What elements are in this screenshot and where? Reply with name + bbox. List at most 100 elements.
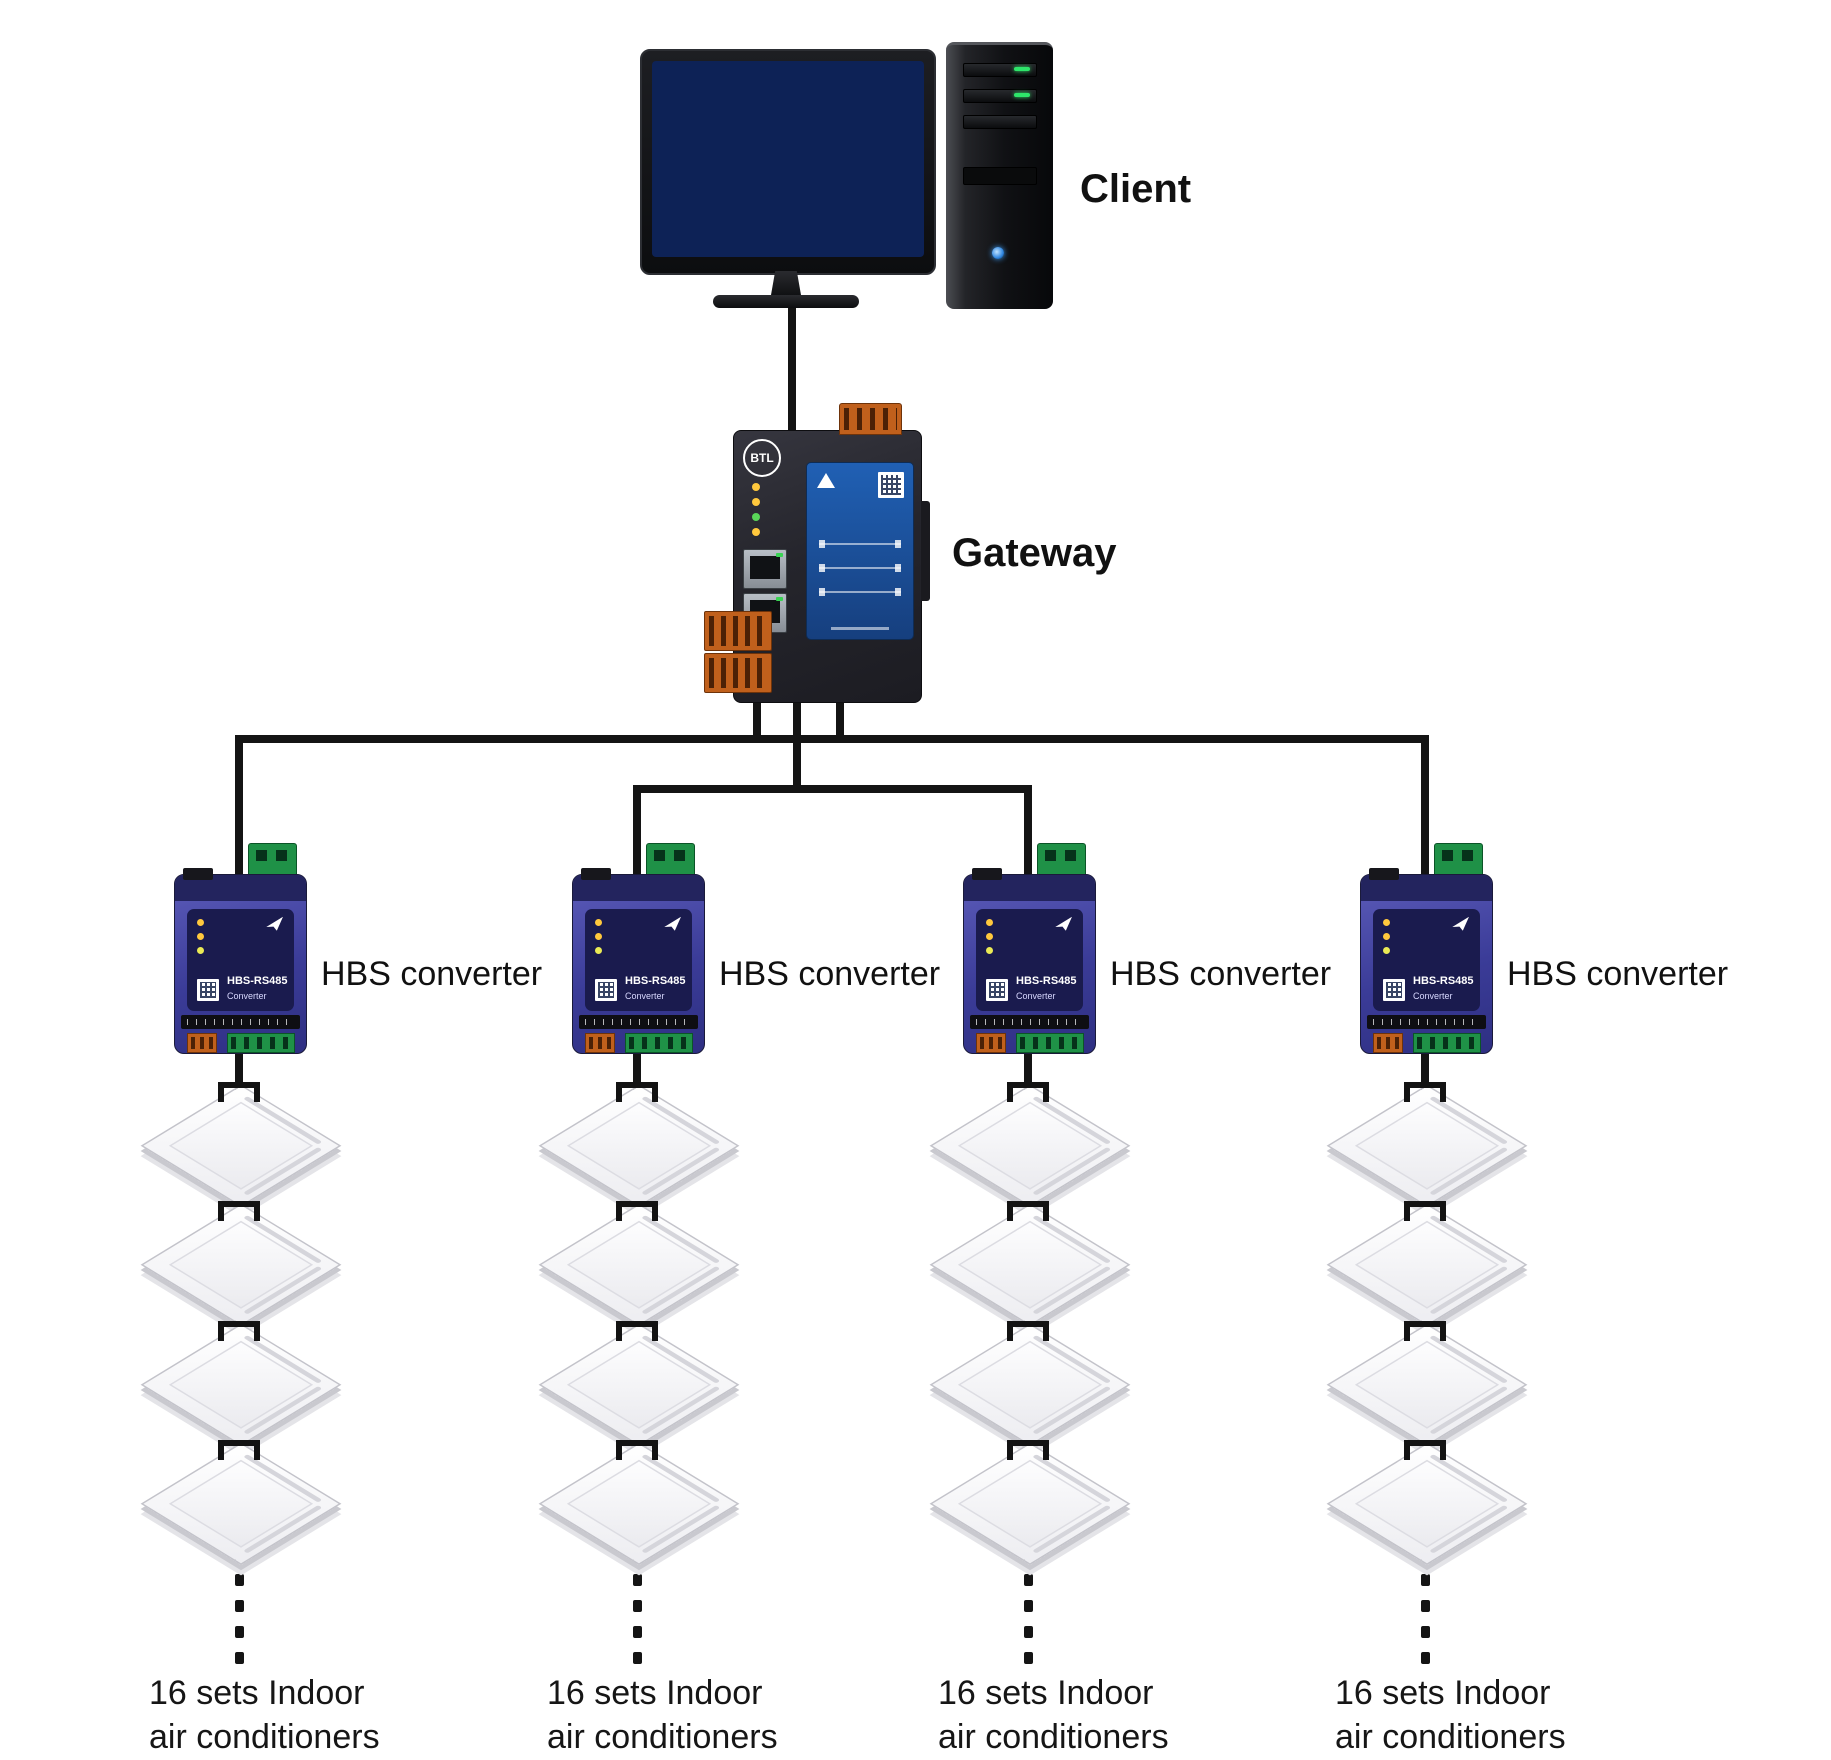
- caption-line: 16 sets Indoor: [149, 1674, 365, 1712]
- terminal-block: [1413, 1033, 1481, 1053]
- ac-cassette-face: [1326, 1203, 1528, 1327]
- monitor-screen: [652, 61, 924, 257]
- ac-body: [538, 1084, 740, 1208]
- device-type-text: Converter: [227, 991, 267, 1001]
- caption-line: 16 sets Indoor: [547, 1674, 763, 1712]
- converter-label: HBS converter: [1110, 955, 1332, 993]
- drive-slot: [963, 167, 1037, 185]
- led-indicator: [986, 919, 993, 926]
- converter-column: HBS-RS485 Converter HBS converter: [111, 843, 571, 1760]
- pipe-connector-icon: [616, 1440, 658, 1460]
- terminal-block: [585, 1033, 615, 1053]
- ac-body: [1326, 1442, 1528, 1566]
- air-conditioner-unit: [929, 1082, 1131, 1208]
- device-type-text: Converter: [1413, 991, 1453, 1001]
- qr-code: [1383, 979, 1405, 1001]
- ac-cassette-face: [538, 1442, 740, 1566]
- continuation-dot: [633, 1600, 642, 1612]
- connection-bus-line: [235, 735, 1429, 743]
- ac-cassette-face: [538, 1084, 740, 1208]
- ac-cassette-face: [929, 1442, 1131, 1566]
- device-connector: [581, 868, 611, 880]
- air-conditioner-unit: [1326, 1201, 1528, 1327]
- converter-column: HBS-RS485 Converter HBS converter: [1297, 843, 1757, 1760]
- monitor-stand-neck: [771, 271, 801, 295]
- device-model-text: HBS-RS485: [1413, 975, 1474, 987]
- pipe-connector-icon: [1007, 1440, 1049, 1460]
- led-indicator: [986, 947, 993, 954]
- ac-vent-panel: [1354, 1101, 1500, 1190]
- continuation-dot: [1024, 1600, 1033, 1612]
- din-rail-tab: [921, 501, 930, 601]
- ac-vent-panel: [566, 1340, 712, 1429]
- btl-logo: BTL: [743, 439, 781, 477]
- air-conditioner-unit: [1326, 1321, 1528, 1447]
- connection-line: [1421, 735, 1429, 880]
- ac-vent-panel: [1354, 1220, 1500, 1309]
- ac-vent-panel: [168, 1459, 314, 1548]
- brand-logo-icon: [1451, 917, 1471, 932]
- ac-cassette-face: [538, 1323, 740, 1447]
- hbs-converter-device: HBS-RS485 Converter: [1360, 868, 1493, 1054]
- ac-cassette-face: [929, 1203, 1131, 1327]
- terminal-block: [976, 1033, 1006, 1053]
- air-conditioner-unit: [929, 1321, 1131, 1447]
- connection-line: [633, 785, 641, 880]
- ethernet-port-icon: [743, 549, 787, 589]
- caption-line: 16 sets Indoor: [938, 1674, 1154, 1712]
- air-conditioner-unit: [538, 1440, 740, 1566]
- caption-line: air conditioners: [1335, 1718, 1566, 1756]
- air-conditioner-unit: [140, 1440, 342, 1566]
- client-monitor: [640, 49, 936, 275]
- ac-vent-panel: [957, 1220, 1103, 1309]
- brand-logo-icon: [1054, 917, 1074, 932]
- pipe-connector-icon: [616, 1201, 658, 1221]
- led-indicator: [1014, 93, 1030, 97]
- pin-label-strip: [181, 1015, 300, 1029]
- gateway-front-panel: [806, 462, 914, 640]
- ac-cassette-face: [929, 1084, 1131, 1208]
- device-model-text: HBS-RS485: [1016, 975, 1077, 987]
- air-conditioner-unit: [929, 1201, 1131, 1327]
- led-indicator: [197, 933, 204, 940]
- terminal-block: [227, 1033, 295, 1053]
- device-front-panel: HBS-RS485 Converter: [585, 909, 692, 1011]
- ac-cassette-face: [1326, 1084, 1528, 1208]
- continuation-dot: [633, 1626, 642, 1638]
- terminal-block: [1016, 1033, 1084, 1053]
- qr-code: [986, 979, 1008, 1001]
- device-connector: [183, 868, 213, 880]
- ac-vent-panel: [566, 1101, 712, 1190]
- continuation-dot: [1421, 1574, 1430, 1586]
- pipe-connector-icon: [1007, 1082, 1049, 1102]
- led-indicator: [1383, 919, 1390, 926]
- device-type-text: Converter: [625, 991, 665, 1001]
- ac-vent-panel: [957, 1459, 1103, 1548]
- continuation-dot: [633, 1574, 642, 1586]
- continuation-dot: [1421, 1626, 1430, 1638]
- ac-body: [1326, 1203, 1528, 1327]
- hbs-converter-device: HBS-RS485 Converter: [572, 868, 705, 1054]
- ac-cassette-face: [140, 1203, 342, 1327]
- continuation-dot: [1024, 1652, 1033, 1664]
- ac-cassette-face: [140, 1084, 342, 1208]
- caption-line: air conditioners: [938, 1718, 1169, 1756]
- ac-cassette-face: [1326, 1323, 1528, 1447]
- connection-line: [836, 701, 844, 743]
- ac-vent-panel: [1354, 1340, 1500, 1429]
- ac-vent-panel: [957, 1101, 1103, 1190]
- air-conditioner-unit: [538, 1201, 740, 1327]
- column-caption: 16 sets Indoor air conditioners: [938, 1671, 1169, 1759]
- ac-body: [538, 1203, 740, 1327]
- qr-code: [878, 472, 904, 498]
- hbs-converter-device: HBS-RS485 Converter: [963, 868, 1096, 1054]
- pipe-connector-icon: [616, 1082, 658, 1102]
- ac-cassette-face: [1326, 1442, 1528, 1566]
- pipe-connector-icon: [218, 1440, 260, 1460]
- connection-line: [235, 735, 243, 880]
- converter-label: HBS converter: [1507, 955, 1729, 993]
- terminal-block: [646, 843, 695, 880]
- led-indicator: [595, 919, 602, 926]
- connection-line: [793, 701, 801, 793]
